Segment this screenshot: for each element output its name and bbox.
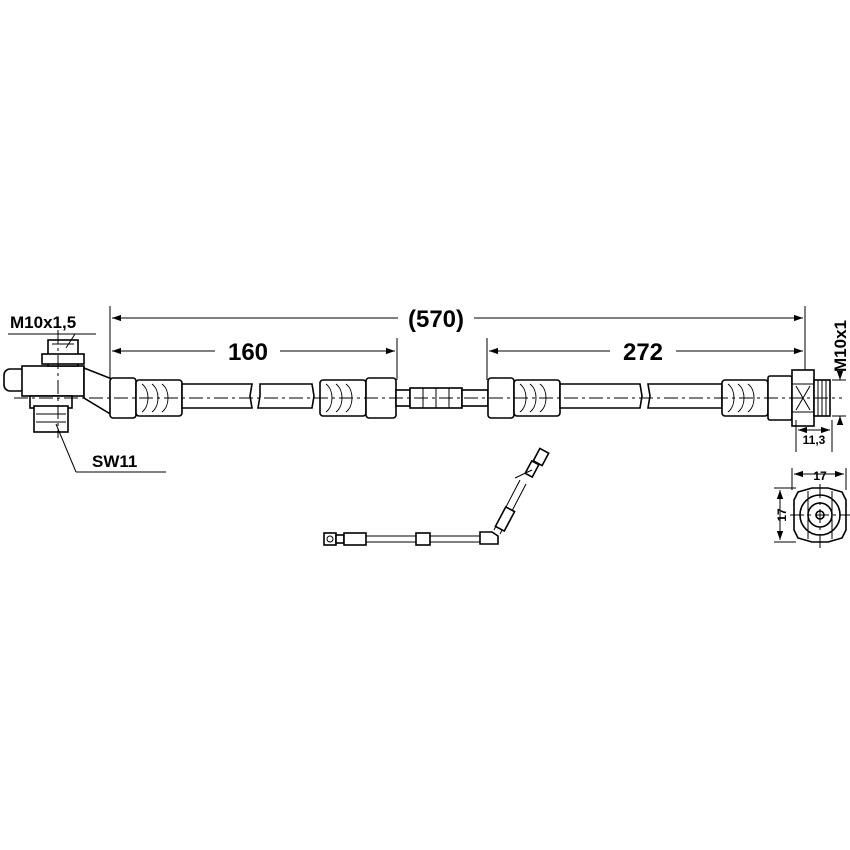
end-view-width-label: 17: [813, 469, 827, 483]
left-segment-dimension: 160: [112, 338, 398, 380]
left-banjo-fitting: [3, 330, 113, 438]
right-fitting-length-label: 11,3: [803, 433, 826, 447]
right-segment-dimension: 272: [486, 338, 803, 380]
left-thread-label: M10x1,5: [10, 313, 76, 332]
wrench-size-label: SW11: [92, 452, 137, 471]
right-thread-callout: M10x1: [831, 320, 850, 425]
wrench-size-callout: SW11: [55, 423, 166, 473]
right-fitting-length-dimension: 11,3: [795, 420, 833, 452]
overview-sketch: [323, 447, 550, 546]
hose-body: [14, 369, 842, 427]
overall-length-label: (570): [408, 306, 464, 333]
right-segment-label: 272: [623, 339, 663, 366]
left-thread-callout: M10x1,5: [8, 313, 96, 349]
right-thread-label: M10x1: [831, 320, 850, 372]
overall-length-dimension: (570): [109, 306, 806, 380]
end-view-height-label: 17: [775, 508, 789, 522]
end-view: 17 17: [774, 468, 850, 548]
left-segment-label: 160: [228, 339, 268, 366]
